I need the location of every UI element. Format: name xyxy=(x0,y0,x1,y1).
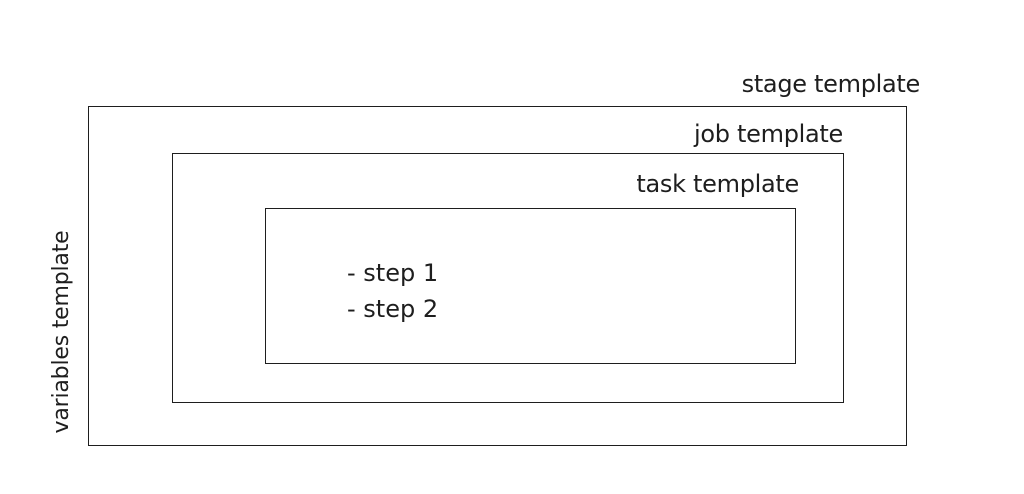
variables-template-label: variables template xyxy=(49,230,74,434)
step-item: - step 1 xyxy=(347,259,439,287)
step-item: - step 2 xyxy=(347,295,439,323)
job-template-box xyxy=(172,153,844,403)
stage-template-box xyxy=(88,106,907,446)
task-template-label: task template xyxy=(636,170,799,198)
job-template-label: job template xyxy=(694,120,843,148)
stage-template-label: stage template xyxy=(741,70,921,98)
steps-list: - step 1 - step 2 xyxy=(347,255,438,327)
task-template-box xyxy=(265,208,796,364)
